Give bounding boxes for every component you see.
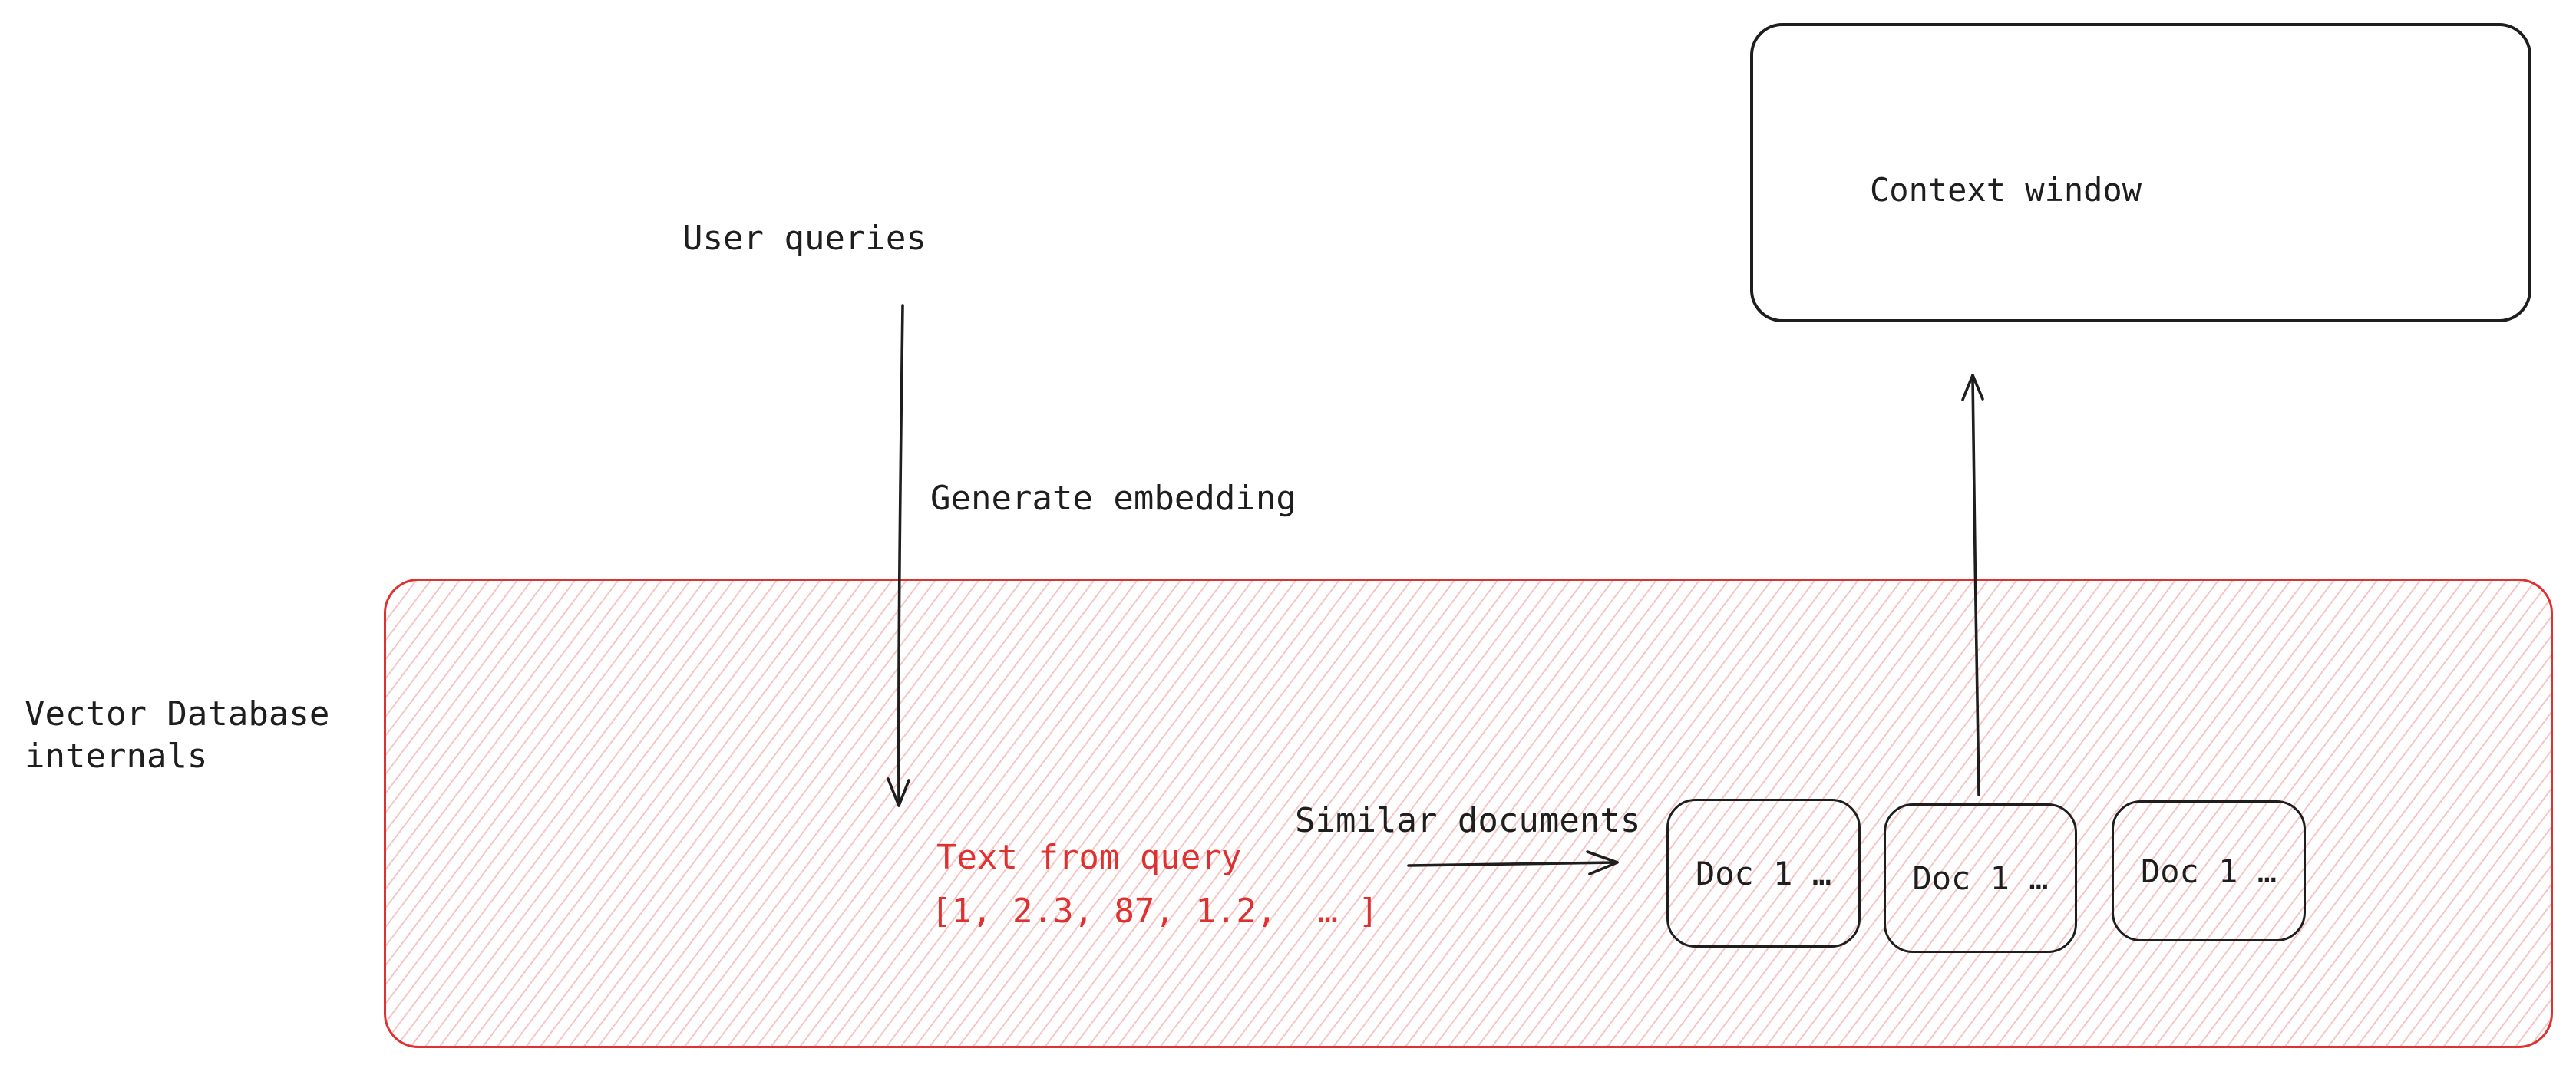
text-from-query-label: Text from query <box>936 838 1242 877</box>
context-window-box: Context window <box>1750 23 2531 322</box>
generate-embedding-label: Generate embedding <box>930 479 1296 518</box>
vector-db-internals-label: Vector Database internals <box>25 694 330 776</box>
user-queries-label: User queries <box>682 219 926 258</box>
embedding-vector-label: [1, 2.3, 87, 1.2, … ] <box>931 892 1379 931</box>
doc-box-3-label: Doc 1 … <box>2140 852 2277 890</box>
context-window-label: Context window <box>1870 171 2142 209</box>
doc-box-1: Doc 1 … <box>1666 799 1861 948</box>
vector-db-box <box>384 579 2553 1048</box>
doc-box-1-label: Doc 1 … <box>1695 854 1831 892</box>
doc-box-3: Doc 1 … <box>2112 800 2306 941</box>
doc-box-2: Doc 1 … <box>1884 803 2077 953</box>
similar-documents-label: Similar documents <box>1295 801 1641 840</box>
doc-box-2-label: Doc 1 … <box>1912 859 2049 897</box>
